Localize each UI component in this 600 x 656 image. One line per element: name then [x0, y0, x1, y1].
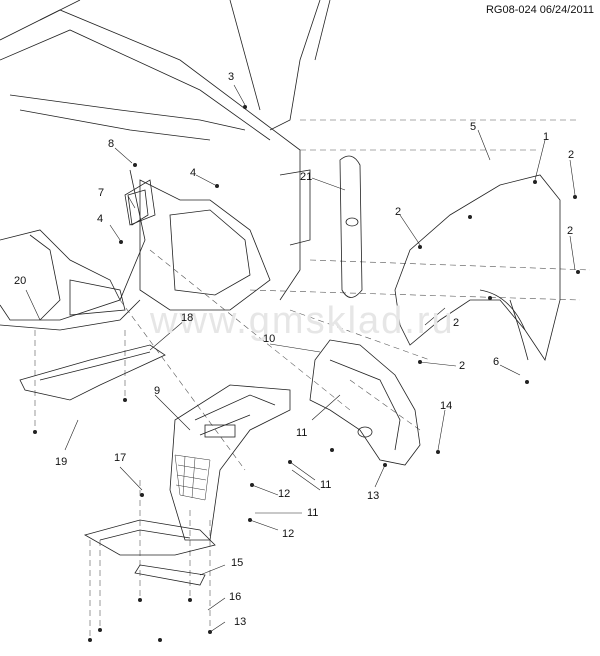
- callout-2: 2: [395, 206, 402, 218]
- alignment-lines: [34, 119, 591, 640]
- bracket: [127, 189, 149, 226]
- callout-2: 2: [453, 317, 460, 329]
- callout-18: 18: [181, 312, 194, 324]
- callout-12: 12: [282, 528, 295, 540]
- rear-wheelhouse-liner: [309, 339, 421, 466]
- callout-14: 14: [440, 400, 453, 412]
- diagram-reference-code: RG08-024 06/24/2011: [485, 4, 594, 16]
- callout-17: 17: [114, 452, 127, 464]
- callout-20: 20: [14, 275, 27, 287]
- callout-11: 11: [320, 479, 332, 491]
- callout-4: 4: [97, 213, 104, 225]
- callout-19: 19: [55, 456, 68, 468]
- callout-9: 9: [154, 385, 161, 397]
- splash-shield: [339, 155, 363, 298]
- leader-lines: [25, 84, 576, 633]
- callout-1: 1: [543, 131, 550, 143]
- callout-2: 2: [459, 360, 466, 372]
- callout-2: 2: [567, 225, 574, 237]
- callout-7: 7: [98, 187, 105, 199]
- fender: [394, 174, 561, 361]
- callout-13: 13: [234, 616, 247, 628]
- fasteners: [33, 105, 580, 642]
- callout-5: 5: [470, 121, 477, 133]
- callout-11: 11: [307, 507, 319, 519]
- callout-6: 6: [493, 356, 500, 368]
- callout-12: 12: [278, 488, 291, 500]
- callout-21: 21: [300, 171, 313, 183]
- callout-8: 8: [108, 138, 115, 150]
- callout-16: 16: [229, 591, 242, 603]
- callout-4: 4: [190, 167, 197, 179]
- lower-deflector: [83, 519, 216, 556]
- underbody-panel: [19, 344, 166, 401]
- watermark: www.gmsklad.ru: [150, 300, 455, 342]
- brace: [134, 564, 206, 586]
- front-wheelhouse-liner: [169, 384, 291, 541]
- callout-11: 11: [296, 427, 308, 439]
- callout-13: 13: [367, 490, 380, 502]
- callout-10: 10: [263, 333, 276, 345]
- mesh-panel: [174, 454, 211, 501]
- callout-3: 3: [228, 71, 235, 83]
- body-structure: [0, 0, 331, 331]
- callout-2: 2: [568, 149, 575, 161]
- callout-15: 15: [231, 557, 244, 569]
